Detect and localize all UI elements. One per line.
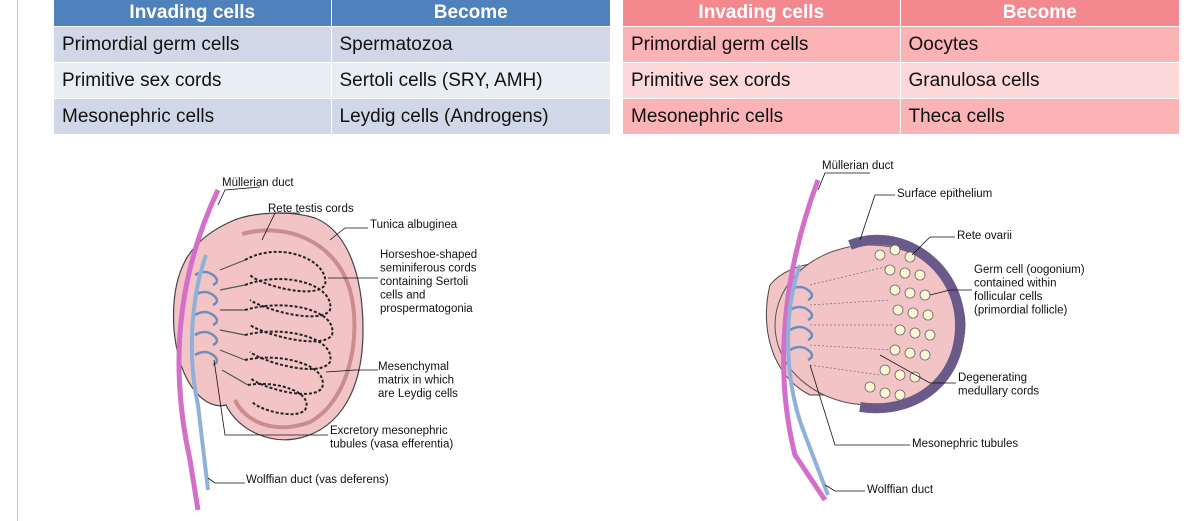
medullary-cords: [809, 266, 892, 376]
header-invading-cells: Invading cells: [623, 0, 900, 27]
seminiferous-cords: [244, 250, 334, 416]
table-cell: Primordial germ cells: [623, 26, 900, 63]
label-rete-testis: Rete testis cords: [268, 203, 354, 215]
left-border-line: [17, 0, 18, 521]
rete-testis: [219, 259, 249, 386]
table-cell: Oocytes: [899, 26, 1179, 63]
table-cell: Primordial germ cells: [54, 26, 331, 63]
tunica-albuginea: [233, 228, 357, 430]
table-header-row: Invading cells Become: [623, 0, 1179, 27]
table-cell: Spermatozoa: [330, 26, 610, 63]
header-invading-cells: Invading cells: [54, 0, 331, 27]
table-row: Primordial germ cells Spermatozoa: [54, 26, 610, 63]
table-cell: Leydig cells (Androgens): [330, 98, 610, 134]
label-tunica-albuginea: Tunica albuginea: [370, 219, 458, 231]
label-horseshoe-cords: Horseshoe-shaped seminiferous cords cont…: [380, 249, 480, 315]
surface-epithelium: [848, 234, 966, 414]
ovary-diagram: Müllerian duct Surface epithelium Rete o…: [765, 160, 1088, 502]
table-cell: Primitive sex cords: [623, 62, 900, 99]
table-row: Mesonephric cells Theca cells: [623, 98, 1179, 134]
label-surface-epithelium: Surface epithelium: [897, 188, 992, 200]
male-cell-fate-table: Invading cells Become Primordial germ ce…: [54, 0, 610, 134]
table-cell: Granulosa cells: [899, 62, 1179, 99]
table-cell: Theca cells: [899, 98, 1179, 134]
label-wolffian-duct: Wolffian duct: [867, 484, 934, 496]
label-mullerian-duct: Müllerian duct: [822, 160, 894, 172]
wolffian-duct: [786, 264, 830, 496]
header-become: Become: [330, 0, 610, 27]
header-become: Become: [899, 0, 1179, 27]
testis-diagram: Müllerian duct Rete testis cords Tunica …: [172, 177, 480, 511]
label-rete-ovarii: Rete ovarii: [957, 230, 1012, 242]
mesonephric-tubules: [789, 285, 814, 362]
table-row: Primitive sex cords Granulosa cells: [623, 62, 1179, 99]
label-mesonephric-tubules: Mesonephric tubules: [912, 438, 1018, 450]
primordial-follicles: [864, 244, 936, 401]
label-excretory-tubules: Excretory mesonephric tubules (vasa effe…: [330, 425, 453, 451]
mullerian-duct: [176, 188, 221, 511]
table-row: Primitive sex cords Sertoli cells (SRY, …: [54, 62, 610, 99]
mullerian-duct: [781, 179, 828, 502]
table-cell: Primitive sex cords: [54, 62, 331, 99]
table-cell: Sertoli cells (SRY, AMH): [330, 62, 610, 99]
table-row: Primordial germ cells Oocytes: [623, 26, 1179, 63]
table-cell: Mesonephric cells: [54, 98, 331, 134]
table-row: Mesonephric cells Leydig cells (Androgen…: [54, 98, 610, 134]
table-header-row: Invading cells Become: [54, 0, 610, 27]
label-mullerian-duct: Müllerian duct: [222, 177, 294, 189]
wolffian-duct: [189, 254, 210, 491]
female-cell-fate-table: Invading cells Become Primordial germ ce…: [623, 0, 1179, 134]
label-degenerating-cords: Degenerating medullary cords: [958, 372, 1039, 398]
table-cell: Mesonephric cells: [623, 98, 900, 134]
label-germ-cell: Germ cell (oogonium) contained within fo…: [974, 264, 1088, 317]
label-mesenchymal-matrix: Mesenchymal matrix in which are Leydig c…: [378, 361, 458, 400]
testis-body: [172, 212, 364, 441]
label-wolffian-duct: Wolffian duct (vas deferens): [246, 474, 389, 486]
